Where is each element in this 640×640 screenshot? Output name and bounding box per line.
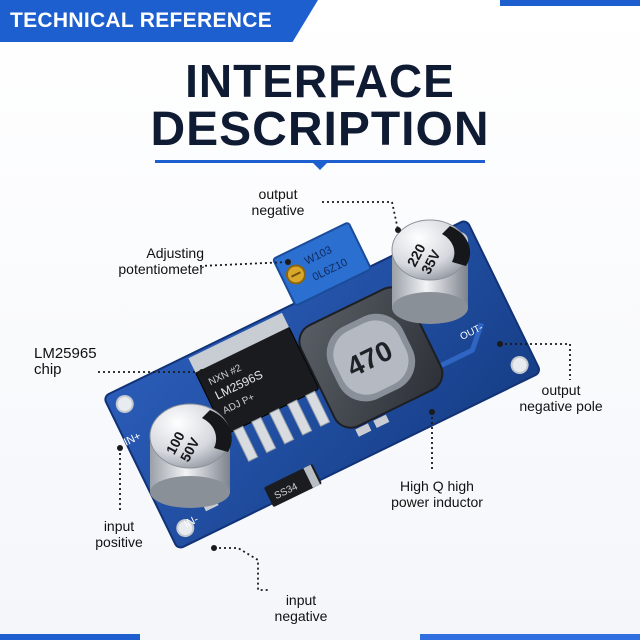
callout-line: negative pole	[519, 398, 603, 414]
callout-line: LM25965	[34, 345, 97, 362]
callout-line: power inductor	[391, 494, 483, 510]
corner-stripe-bottom-right	[420, 634, 640, 640]
callout-line: negative	[274, 608, 328, 624]
power-inductor: 470	[298, 286, 444, 429]
callout-line: chip	[34, 361, 62, 378]
callout-line: negative	[251, 202, 305, 218]
page-title-line1: INTERFACE	[185, 55, 455, 107]
callout-line: output	[258, 186, 298, 202]
callout-output-negative-pole: output negative pole	[506, 382, 616, 414]
input-capacitor: 100 50V	[149, 403, 232, 508]
title-underline-notch	[312, 162, 328, 170]
callout-chip: LM25965 chip	[34, 346, 124, 378]
callout-inductor: High Q high power inductor	[378, 478, 496, 510]
callout-input-positive: input positive	[84, 518, 154, 550]
callout-line: High Q high	[400, 478, 474, 494]
schottky-diode: SS34	[264, 464, 322, 507]
corner-stripe-bottom-left	[0, 634, 140, 640]
callout-adjusting-potentiometer: Adjusting potentiometer	[96, 245, 204, 277]
potentiometer: W103 0L6Z10	[272, 222, 372, 306]
callout-line: potentiometer	[118, 261, 204, 277]
callout-line: Adjusting	[146, 245, 204, 261]
callout-output-negative-top: output negative	[238, 186, 318, 218]
header-badge: TECHNICAL REFERENCE	[10, 9, 272, 32]
callout-input-negative: input negative	[266, 592, 336, 624]
header-ribbon	[0, 0, 318, 42]
callout-line: input	[103, 518, 135, 534]
corner-stripe-top-right	[500, 0, 640, 6]
lm2596-chip: NXN #2 LM2596S ADJ P+	[188, 312, 331, 462]
pad-label-in-minus: IN-	[182, 513, 201, 530]
callout-line: input	[285, 592, 317, 608]
page-title-line2: DESCRIPTION	[150, 103, 490, 156]
title-underline	[155, 160, 485, 163]
callout-line: positive	[95, 534, 143, 550]
output-capacitor: 220 35V	[391, 219, 471, 324]
callout-line: output	[541, 382, 581, 398]
